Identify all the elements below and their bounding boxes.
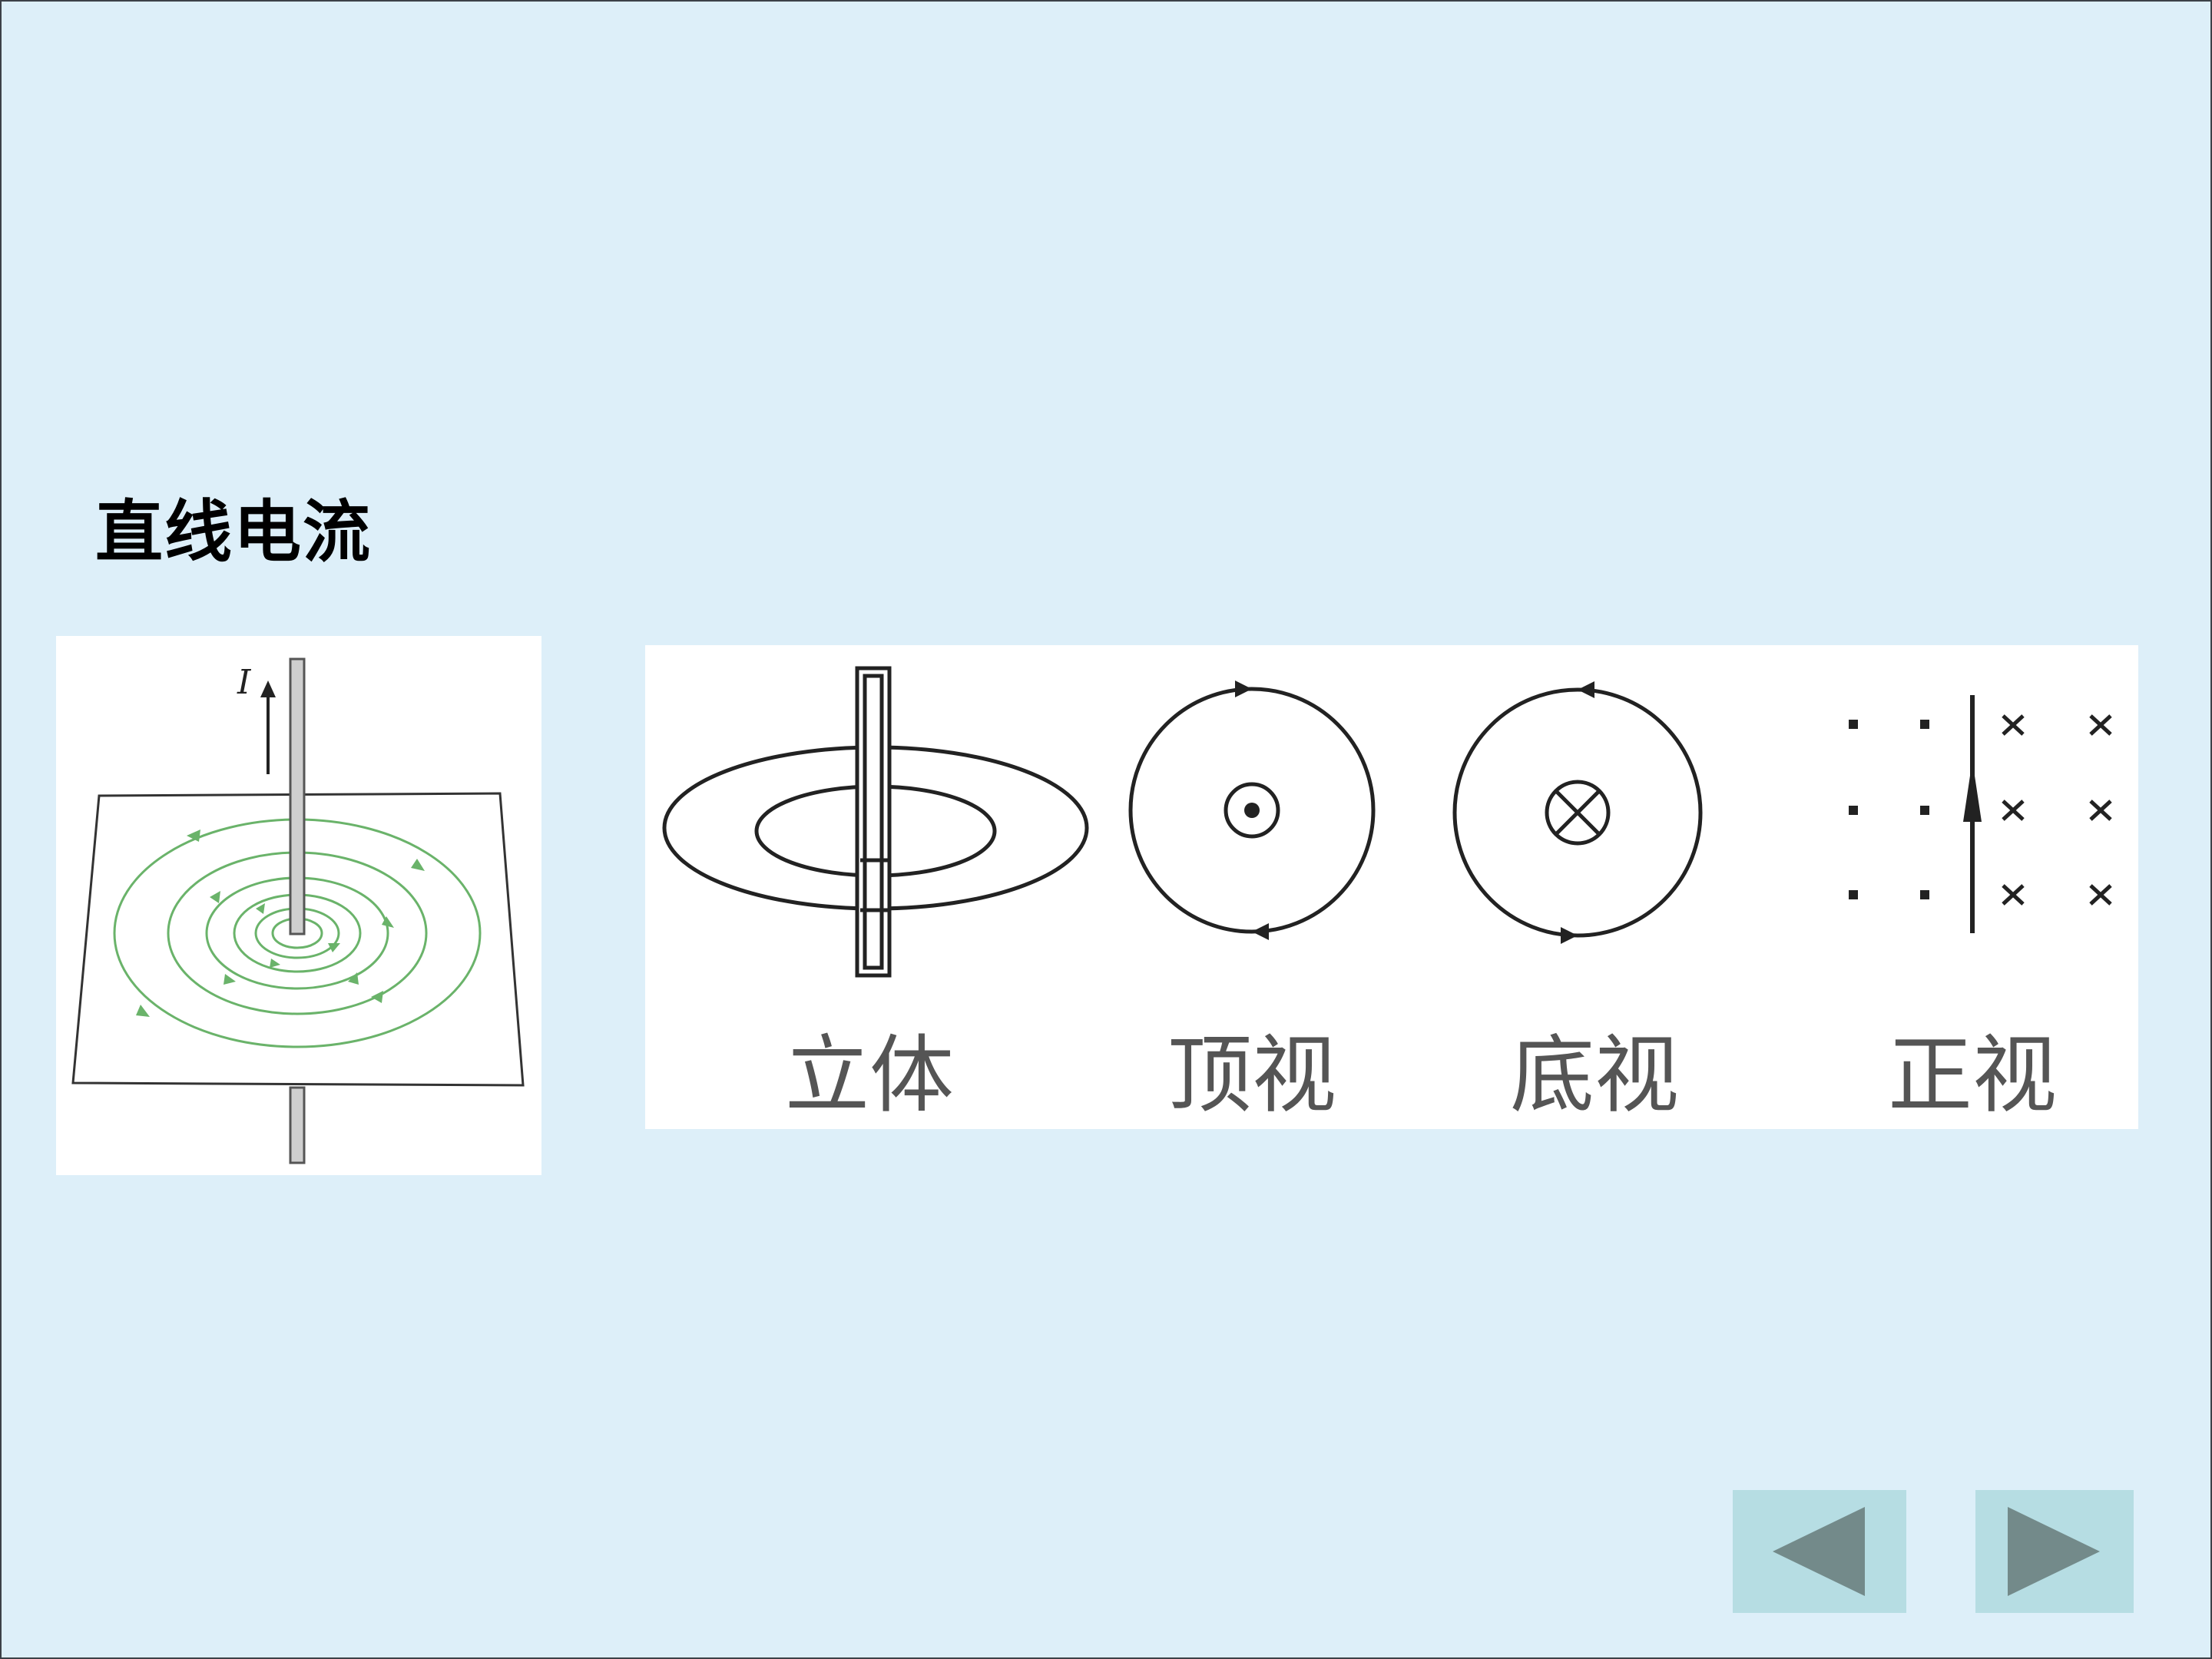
wire-perspective-figure: I: [56, 636, 541, 1175]
wire-lower: [289, 1086, 306, 1164]
view-front-drawing: [1849, 695, 2112, 933]
field-arrows: [136, 830, 425, 1017]
triangle-left-icon: [1773, 1507, 1865, 1596]
current-label: I: [237, 663, 252, 702]
view-bottom-drawing: [1452, 687, 1703, 938]
view-arrows: [1235, 680, 1594, 944]
field-views-figure: 立体 顶视 底视 正视: [645, 645, 2138, 1129]
wire-upper: [289, 657, 306, 935]
view-label-front: 正视: [1888, 1026, 2057, 1124]
next-slide-button[interactable]: [1975, 1490, 2134, 1613]
view-label-top: 顶视: [1167, 1026, 1336, 1124]
view-3d-drawing: [662, 666, 1089, 978]
triangle-right-icon: [2008, 1507, 2100, 1596]
slide-title: 直线电流: [95, 492, 373, 571]
previous-slide-button[interactable]: [1733, 1490, 1906, 1613]
view-label-bottom: 底视: [1510, 1026, 1679, 1124]
field-plane: [71, 792, 525, 1087]
current-arrow-icon: [260, 680, 276, 697]
view-label-3d: 立体: [785, 1026, 954, 1124]
